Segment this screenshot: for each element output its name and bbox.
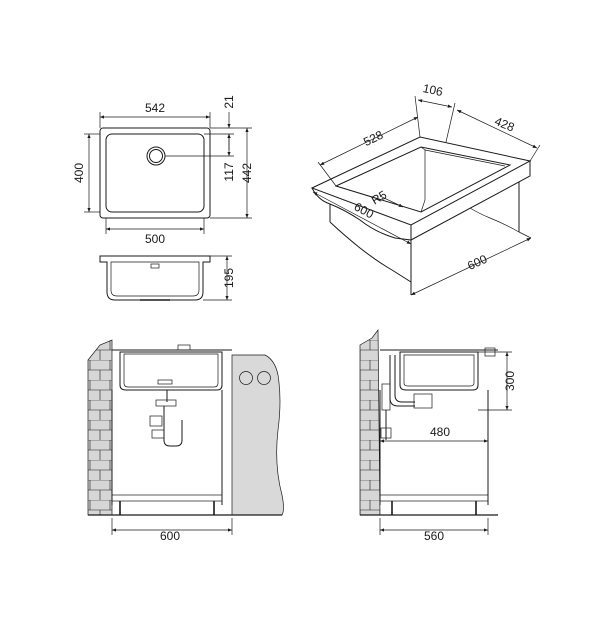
cabinet-front-wave	[329, 221, 412, 283]
front-install-view: 600	[87, 339, 284, 543]
outlet-1	[239, 371, 253, 385]
top-view: 542 400 500 21 117 442	[72, 95, 254, 246]
sink-outer-rim	[99, 127, 211, 219]
side-drain-pipe	[394, 355, 415, 403]
drain-inner	[149, 149, 163, 163]
outlet-2	[257, 371, 271, 385]
dim-560: 560	[424, 529, 444, 543]
dim-480: 480	[430, 425, 450, 439]
dim-21: 21	[222, 95, 236, 109]
dim-528: 528	[361, 128, 385, 150]
sink-basin	[105, 133, 205, 213]
side-install-view: 300 480 560	[359, 328, 517, 543]
dim-600-cabinet: 600	[160, 529, 180, 543]
dim-r5: R5	[369, 187, 390, 207]
dim-600-side: 600	[465, 252, 489, 273]
front-sink	[119, 351, 223, 391]
dim-300: 300	[503, 371, 517, 391]
dim-117: 117	[222, 162, 236, 181]
dim-442: 442	[240, 163, 254, 183]
side-sink	[399, 351, 479, 391]
dim-542: 542	[145, 101, 165, 115]
sink-side-profile	[99, 255, 211, 301]
dim-500: 500	[145, 232, 165, 246]
brick-wall-side	[359, 328, 381, 516]
isometric-view: 106 428 528 R5 600 600	[310, 81, 541, 296]
dim-195: 195	[222, 268, 236, 288]
overflow-slot	[150, 263, 160, 269]
dim-106: 106	[422, 81, 445, 99]
side-view: 195	[99, 255, 236, 301]
dim-428: 428	[493, 114, 517, 135]
wall-right	[231, 354, 284, 516]
front-siphon	[163, 406, 183, 447]
brick-wall-left	[87, 339, 113, 516]
dim-400: 400	[72, 163, 86, 183]
